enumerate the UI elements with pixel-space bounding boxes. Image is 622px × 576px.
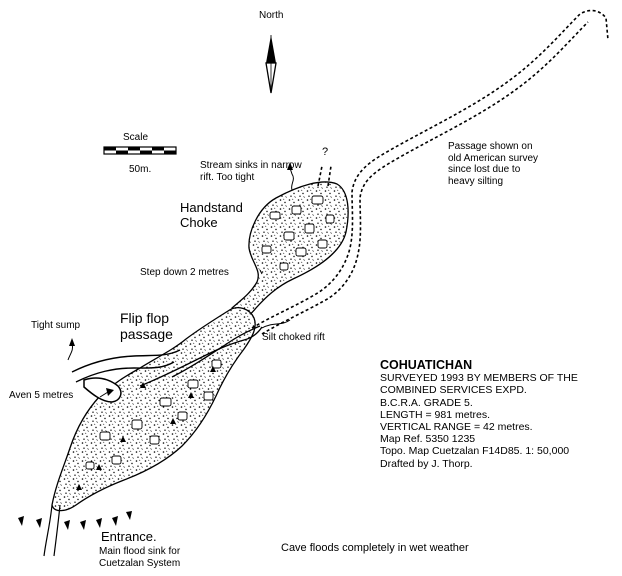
scale-title: Scale (123, 132, 149, 143)
silt-choked-label: Silt choked rift (262, 332, 325, 343)
step-down-label: Step down 2 metres (140, 267, 229, 278)
silt-rift-passage (171, 325, 261, 378)
old-survey-label: Passage shown on old American survey sin… (448, 141, 539, 187)
old-survey-passage (251, 9, 609, 335)
stream-sinks-label: Stream sinks in narrow rift. Too tight (200, 160, 302, 183)
survey-line: Topo. Map Cuetzalan F14D85. 1: 50,000 (380, 445, 570, 458)
survey-line: B.C.R.A. GRADE 5. (380, 396, 473, 409)
aven-label: Aven 5 metres (9, 390, 74, 401)
survey-info-block: COHUATICHAN SURVEYED 1993 BY MEMBERS OF … (380, 359, 578, 470)
survey-line: SURVEYED 1993 BY MEMBERS OF THE (380, 372, 578, 385)
question-mark-label: ? (322, 146, 329, 158)
handstand-choke-label: Handstand Choke (180, 200, 243, 230)
flip-flop-passage (71, 349, 181, 383)
scale-bar (103, 146, 177, 155)
main-flood-sink-label: Main flood sink for Cuetzalan System (99, 546, 181, 569)
flip-flop-label: Flip flop passage (120, 310, 173, 343)
upper-chamber (231, 181, 349, 320)
map-title: COHUATICHAN (380, 358, 473, 372)
survey-line: Map Ref. 5350 1235 (380, 433, 476, 446)
north-label: North (259, 10, 284, 21)
entrance-dripline (18, 511, 132, 530)
scale-value: 50m. (129, 164, 152, 175)
floods-note: Cave floods completely in wet weather (281, 542, 469, 554)
north-arrow-icon (265, 35, 277, 94)
entrance-label: Entrance. (101, 529, 157, 544)
tight-sump-label: Tight sump (31, 320, 81, 331)
survey-line: VERTICAL RANGE = 42 metres. (380, 421, 533, 434)
aven-loop (83, 377, 122, 403)
survey-line: Drafted by J. Thorp. (380, 457, 473, 470)
survey-line: COMBINED SERVICES EXPD. (380, 384, 527, 397)
survey-line: LENGTH = 981 metres. (380, 408, 490, 421)
